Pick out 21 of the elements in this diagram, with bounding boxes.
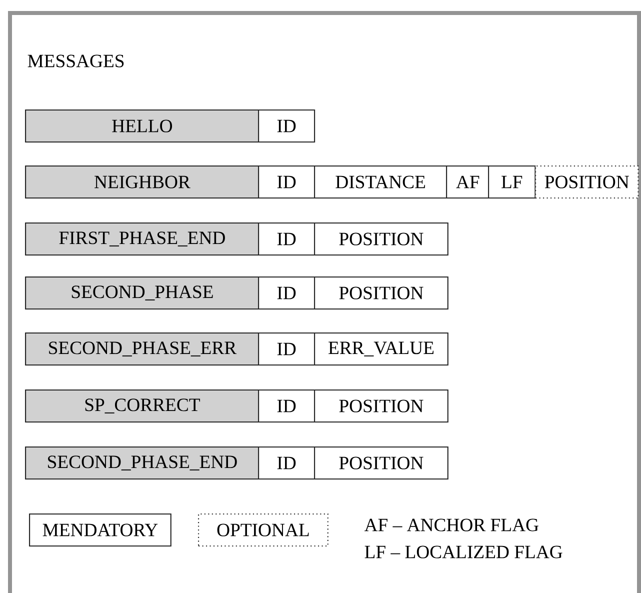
field-box: ID [258,389,316,423]
message-name-box: SP_CORRECT [25,389,260,423]
field-box: ID [258,165,316,199]
field-box: ID [258,446,316,480]
message-name-box: HELLO [25,109,260,143]
title: MESSAGES [28,54,124,68]
field-box: AF [446,165,490,199]
abbreviation-note: AF – ANCHOR FLAG [364,518,538,532]
optional-sample-box: OPTIONAL [198,513,328,547]
abbreviation-note: LF – LOCALIZED FLAG [364,546,562,558]
message-name-box: FIRST_PHASE_END [25,222,260,256]
field-box: ID [258,332,316,366]
field-box: ID [258,222,316,256]
mandatory-sample-box: MENDATORY [29,513,172,547]
field-box: LF [488,165,536,199]
field-box: ID [258,109,316,143]
message-name-box: SECOND_PHASE_ERR [25,332,260,366]
field-box: ID [258,276,316,310]
message-name-box: NEIGHBOR [25,165,260,199]
message-name-box: SECOND_PHASE [25,276,260,310]
message-name-box: SECOND_PHASE_END [25,446,260,480]
